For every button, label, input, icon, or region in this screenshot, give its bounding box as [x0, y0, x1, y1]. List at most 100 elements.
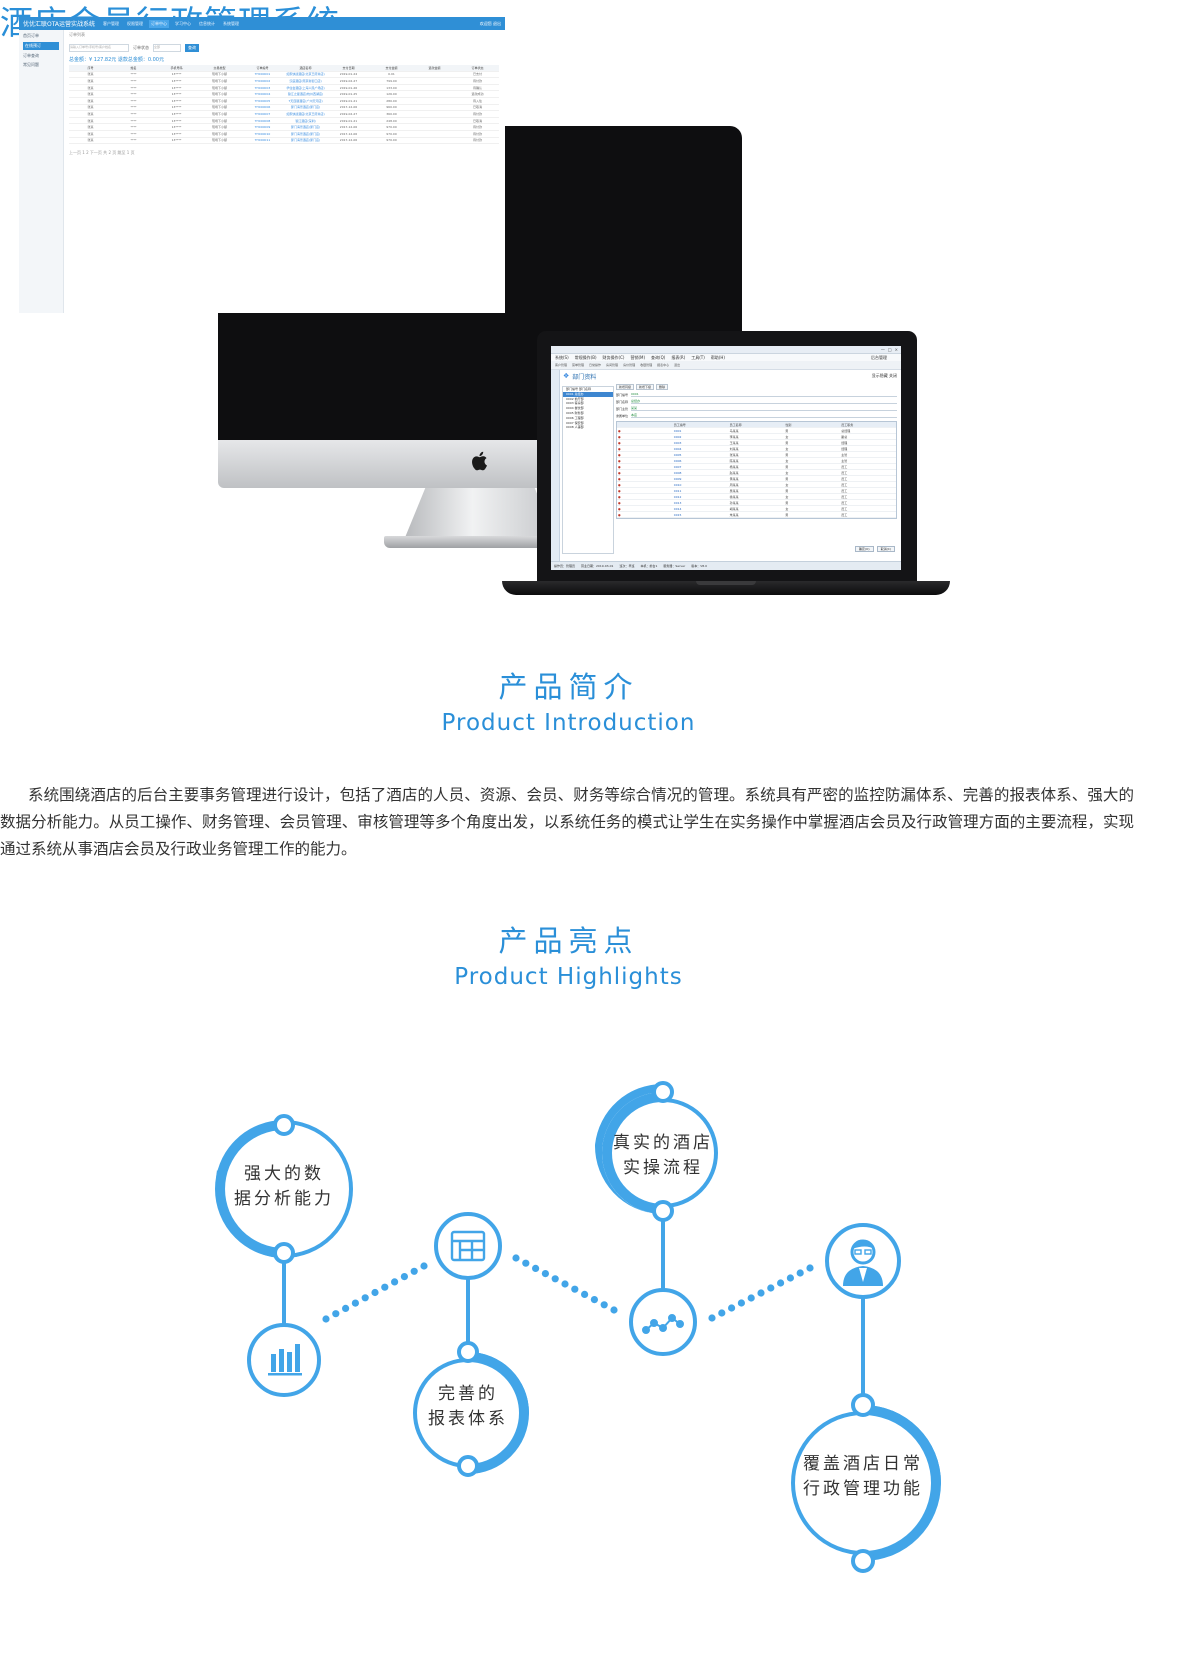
table-cell[interactable]: TH000011: [241, 137, 284, 145]
pagination[interactable]: 上一页 1 2 下一页 共 2 页 跳至 1 页: [69, 150, 135, 156]
grid-row[interactable]: ●0016高某某女员工: [617, 517, 896, 518]
dialog-button[interactable]: 确定(O): [854, 546, 874, 552]
menu-item[interactable]: 财务操作(C): [602, 354, 625, 360]
toolbar-button[interactable]: 报表中心: [657, 363, 670, 367]
tree-node[interactable]: 0007 保安部: [566, 420, 584, 425]
window-control[interactable]: □: [887, 347, 892, 352]
web-user-links[interactable]: 欢迎您 退出: [479, 20, 501, 26]
form-button[interactable]: 新增下级: [636, 384, 655, 390]
table-cell[interactable]: 如家快捷酒店(北京王府井店): [284, 110, 327, 118]
tree-node[interactable]: 0001 总经办: [563, 391, 613, 397]
table-cell[interactable]: 汉庭酒店(南京新街口店): [284, 77, 327, 85]
search-input[interactable]: 请输入订单号/手机号/客户姓名: [69, 44, 129, 52]
table-cell[interactable]: 厦门海景酒店(厦门店): [284, 104, 327, 112]
status-select[interactable]: 全部: [153, 44, 181, 52]
toolbar-button[interactable]: 房间管理: [606, 363, 619, 367]
form-button[interactable]: 删除: [656, 384, 669, 390]
table-cell[interactable]: 7天连锁酒店(广州天河店): [284, 97, 327, 105]
tree-node[interactable]: 部门编号 部门名称: [566, 387, 591, 391]
web-nav-item[interactable]: 信息统计: [199, 20, 216, 26]
search-button[interactable]: 查询: [185, 44, 199, 52]
toolbar-button[interactable]: 收银管理: [640, 363, 653, 367]
tree-node[interactable]: 0003 客房部: [566, 401, 584, 406]
table-cell[interactable]: TH000008: [241, 117, 284, 125]
table-cell[interactable]: TH000006: [241, 104, 284, 112]
web-sidebar-item[interactable]: 常见问题: [23, 62, 39, 67]
tree-node[interactable]: 0006 工程部: [566, 415, 584, 420]
table-cell[interactable]: TH000009: [241, 123, 284, 131]
table-cell[interactable]: TH000007: [241, 110, 284, 118]
web-nav-item[interactable]: 学习中心: [175, 20, 192, 26]
menu-item[interactable]: 常规操作(B): [574, 354, 597, 360]
web-nav-item[interactable]: 客户管理: [103, 20, 120, 26]
table-cell[interactable]: TH000002: [241, 77, 284, 85]
web-nav-item[interactable]: 系统管理: [223, 20, 240, 26]
toolbar-button[interactable]: 菜单管理: [572, 363, 585, 367]
table-cell[interactable]: 厦门海景酒店(厦门店): [284, 123, 327, 131]
table-cell[interactable]: TH000003: [241, 84, 284, 92]
table-cell[interactable]: 厦门海景酒店(厦门店): [284, 137, 327, 145]
tree-node[interactable]: 0005 财务部: [566, 410, 584, 415]
menu-item[interactable]: 系统(S): [555, 354, 569, 360]
table-cell[interactable]: 厦门海景酒店(厦门店): [284, 130, 327, 138]
toolbar-button[interactable]: 客户管理: [555, 363, 568, 367]
tree-node[interactable]: 0002 前厅部: [566, 396, 584, 401]
web-nav-item[interactable]: 订单中心: [149, 19, 170, 28]
form-button[interactable]: 新增同级: [616, 384, 635, 390]
web-sidebar-item[interactable]: 首页订单: [23, 33, 39, 38]
menu-item[interactable]: 帮助(H): [710, 354, 725, 360]
web-sidebar-item[interactable]: 在线预订: [23, 42, 59, 50]
table-cell[interactable]: 锦江酒店(深圳): [284, 117, 327, 125]
table-cell[interactable]: 如家快捷酒店(北京王府井店): [284, 71, 327, 79]
table-cell[interactable]: TH000005: [241, 97, 284, 105]
window-control[interactable]: ×: [894, 347, 898, 352]
menu-item[interactable]: 查询(Q): [651, 354, 666, 360]
panel-controls[interactable]: 显示隐藏 关闭: [871, 373, 897, 378]
form-field-value[interactable]: 本店: [631, 413, 897, 418]
table-cell[interactable]: 华住会酒店(上海人民广场店): [284, 84, 327, 92]
table-cell[interactable]: TH000010: [241, 130, 284, 138]
tree-node[interactable]: 0008 人事部: [566, 425, 584, 430]
table-cell[interactable]: TH000004: [241, 90, 284, 98]
table-cell[interactable]: 锦江之星酒店(杭州西湖店): [284, 90, 327, 98]
window-control[interactable]: —: [880, 347, 885, 352]
menu-right-item[interactable]: 后台管理: [871, 354, 887, 360]
web-sidebar-item[interactable]: 订单查询: [23, 53, 39, 58]
menu-item[interactable]: 报表(R): [671, 354, 686, 360]
form-field-value[interactable]: 某某: [631, 406, 897, 411]
toolbar-button[interactable]: 房价管理: [623, 363, 636, 367]
menu-item[interactable]: 营销(M): [630, 354, 646, 360]
web-nav-item[interactable]: 权限管理: [127, 20, 144, 26]
form-field-value[interactable]: 0001: [631, 392, 897, 397]
toolbar-button[interactable]: 退出: [674, 363, 681, 367]
table-cell[interactable]: TH000001: [241, 71, 284, 79]
tree-node[interactable]: 0004 餐饮部: [566, 406, 584, 411]
toolbar-button[interactable]: 日常操作: [589, 363, 602, 367]
